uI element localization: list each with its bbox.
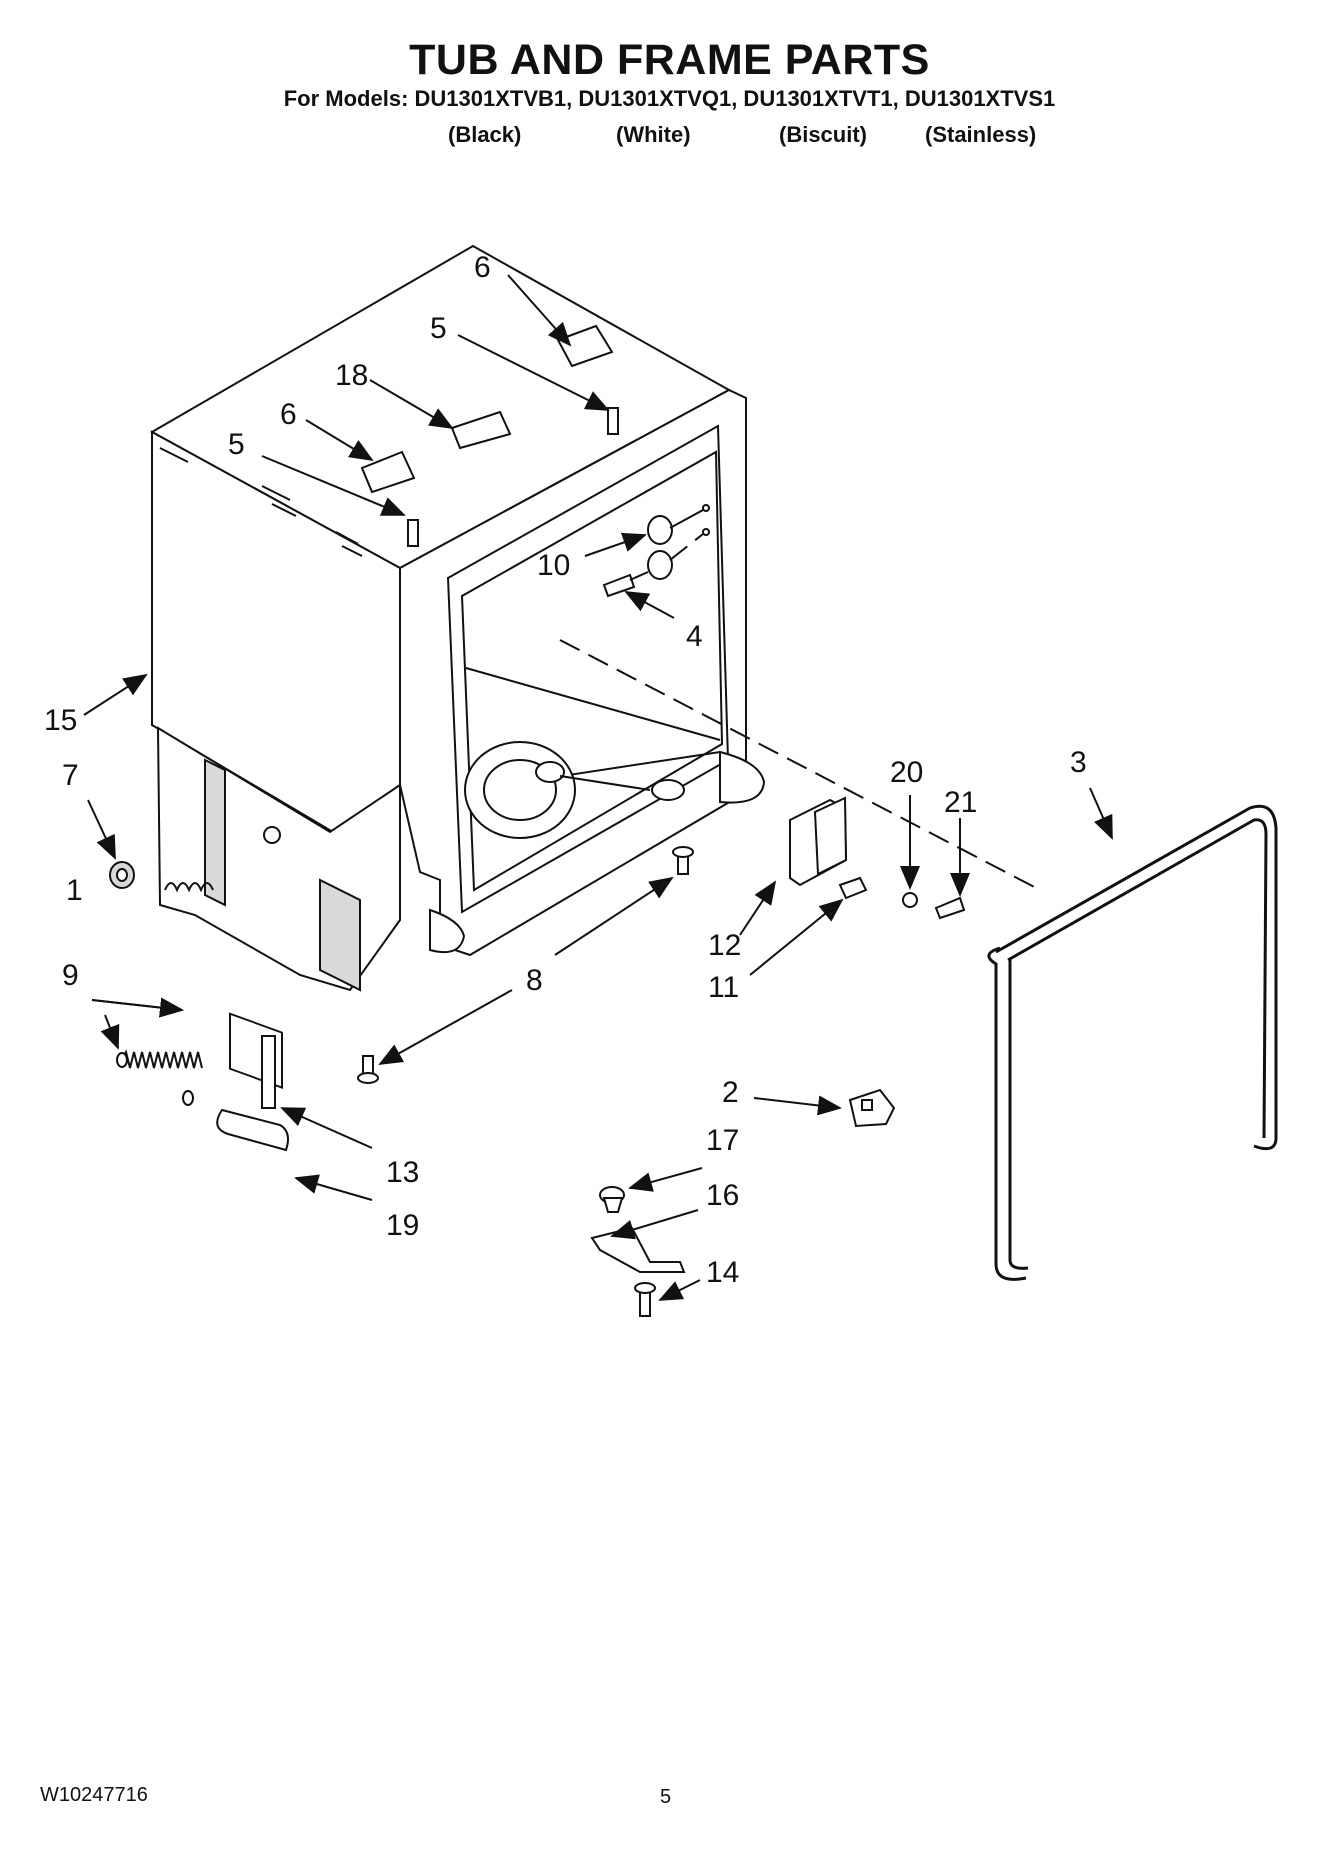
door-seal [987,946,1027,1281]
callout-10: 10 [537,549,570,582]
vent-strip [261,1035,276,1109]
callout-19: 19 [386,1209,419,1242]
callout-8: 8 [526,964,543,997]
callout-16: 16 [706,1179,739,1212]
callout-21: 21 [944,786,977,819]
leader-lines [83,274,1113,1301]
tub-assembly [149,244,766,1090]
leveling-leg [357,846,694,1084]
callout-4: 4 [686,620,703,653]
foot-pad [216,1108,289,1152]
door-strike [848,1088,896,1128]
variant-biscuit: (Biscuit) [779,122,867,147]
callout-2: 2 [722,1076,739,1109]
variant-black: (Black) [448,122,522,147]
callout-12: 12 [708,929,741,962]
variant-stainless: (Stainless) [925,122,1037,147]
callout-7: 7 [62,759,79,792]
callout-20: 20 [890,756,923,789]
callout-15: 15 [44,704,77,737]
callout-5-left: 5 [228,428,245,461]
variant-white: (White) [616,122,691,147]
door-spring [116,1049,203,1106]
callout-6-top: 6 [474,251,491,284]
callout-labels: 6 5 18 6 5 10 4 15 7 1 9 8 20 21 3 12 11… [44,251,1087,1289]
callout-3: 3 [1070,746,1087,779]
latch-hardware [590,1186,686,1317]
callout-18: 18 [335,359,368,392]
page-title: TUB AND FRAME PARTS [409,36,930,84]
callout-5-top: 5 [430,312,447,345]
callout-17: 17 [706,1124,739,1157]
callout-13: 13 [386,1156,419,1189]
callout-11: 11 [708,971,739,1004]
side-bracket [789,796,966,920]
models-line: For Models: DU1301XTVB1, DU1301XTVQ1, DU… [283,86,1056,111]
callout-6-left: 6 [280,398,297,431]
callout-1: 1 [66,874,83,907]
page-number: 5 [660,1786,672,1808]
document-number: W10247716 [40,1784,148,1806]
callout-9: 9 [62,959,79,992]
grommet [109,861,135,889]
callout-14: 14 [706,1256,739,1289]
